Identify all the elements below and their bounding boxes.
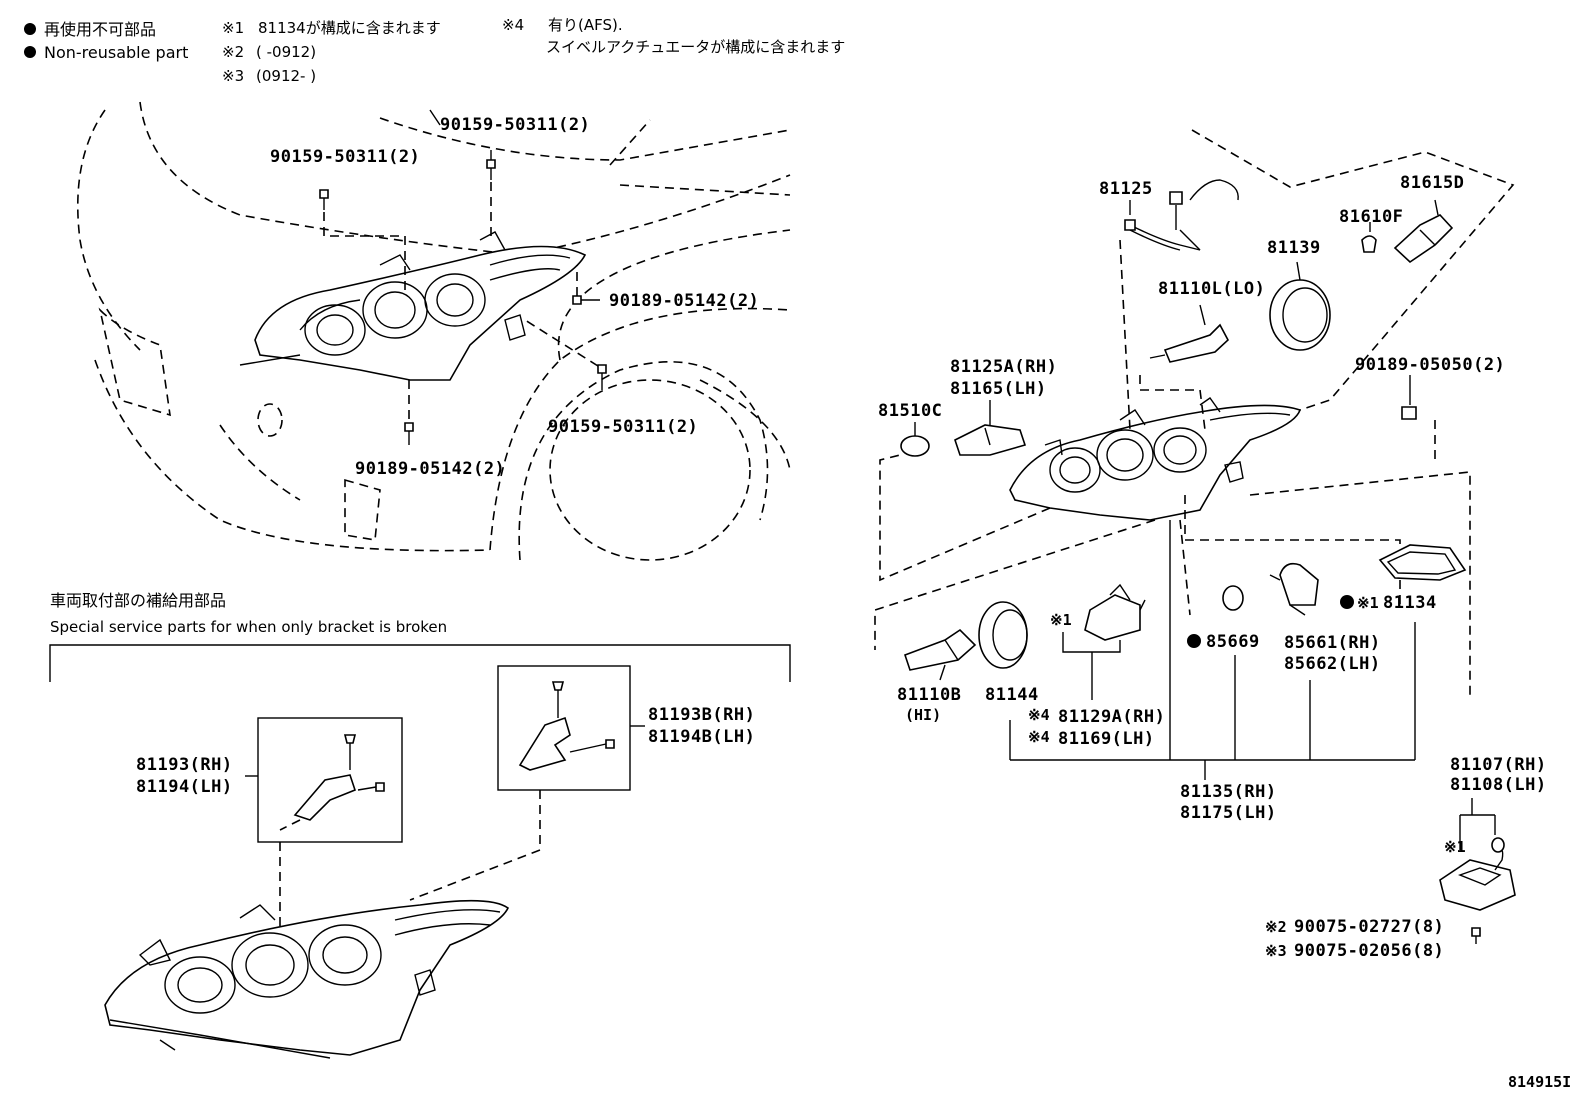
part-81144-cap <box>978 601 1028 760</box>
label-90075-02727: 90075-02727(8) <box>1294 917 1444 937</box>
part-85669-oring <box>1222 585 1244 760</box>
note3-text: (0912- ) <box>256 67 316 85</box>
bracket-box-2 <box>497 665 631 791</box>
label-81125a-rh: 81125A(RH) <box>950 357 1057 377</box>
label-81169-lh: 81169(LH) <box>1058 729 1155 749</box>
label-81194-lh: 81194(LH) <box>136 777 233 797</box>
label-81129a-rh: 81129A(RH) <box>1058 707 1165 727</box>
part-81125a-socket <box>954 400 1027 456</box>
mark-81169: ※4 <box>1028 728 1050 746</box>
nonreusable-dot-icon <box>1187 634 1201 648</box>
note1-mark: ※1 <box>222 19 244 37</box>
legend-jp-nonreusable: 再使用不可部品 <box>44 20 156 39</box>
part-81139-cover <box>1269 261 1331 351</box>
label-90189-05050: 90189-05050(2) <box>1355 355 1505 375</box>
label-81125: 81125 <box>1099 179 1153 199</box>
note4-mark: ※4 <box>502 16 524 34</box>
part-81129a-actuator <box>1084 583 1146 641</box>
label-90159-50311-left: 90159-50311(2) <box>270 147 420 167</box>
nonreusable-dot-icon <box>1340 595 1354 609</box>
part-81134-gasket <box>1378 544 1467 581</box>
label-81193b-rh: 81193B(RH) <box>648 705 755 725</box>
part-81615d-bulb <box>1393 199 1454 264</box>
headlamp-replacement <box>104 899 510 1059</box>
figure-id: 814915I <box>1508 1073 1571 1091</box>
label-81144: 81144 <box>985 685 1039 705</box>
part-81125-harness <box>1124 179 1239 251</box>
top-left-fasteners <box>319 109 607 445</box>
label-90159-50311-top: 90159-50311(2) <box>440 115 590 135</box>
label-81110b: 81110B <box>897 685 961 705</box>
bracket-section-frame <box>49 644 791 682</box>
part-85661-motor <box>1269 562 1319 760</box>
mark-actuator: ※1 <box>1050 611 1072 629</box>
note3-mark: ※3 <box>222 67 244 85</box>
bracket-part-2 <box>518 681 615 771</box>
label-81194b-lh: 81194B(LH) <box>648 727 755 747</box>
nonreusable-dot-icon <box>24 46 36 58</box>
legend-en-nonreusable: Non-reusable part <box>44 43 188 62</box>
bracket-section-title-jp: 車両取付部の補給用部品 <box>50 591 226 610</box>
part-81110b-bulb <box>903 628 977 681</box>
label-81110b-hi: (HI) <box>905 706 941 724</box>
label-81139: 81139 <box>1267 238 1321 258</box>
part-81510c-bulb <box>900 422 930 457</box>
bracket-section-title-en: Special service parts for when only brac… <box>50 618 447 636</box>
exploded-headlamp <box>1009 397 1302 521</box>
headlamp-installed <box>239 231 587 381</box>
label-81108-lh: 81108(LH) <box>1450 775 1547 795</box>
part-81107-ballast <box>1439 837 1516 944</box>
mark-ballast: ※1 <box>1444 838 1466 856</box>
label-81107-rh: 81107(RH) <box>1450 755 1547 775</box>
label-90075-02056: 90075-02056(8) <box>1294 941 1444 961</box>
note4-line1: 有り(AFS). <box>548 16 623 34</box>
part-90189-05050-clip <box>1401 375 1417 420</box>
label-81175-lh: 81175(LH) <box>1180 803 1277 823</box>
label-81110l-lo: 81110L(LO) <box>1158 279 1265 299</box>
label-85661-rh: 85661(RH) <box>1284 633 1381 653</box>
mark-90075-02056: ※3 <box>1265 942 1287 960</box>
label-85669: 85669 <box>1206 632 1260 652</box>
note2-mark: ※2 <box>222 43 244 61</box>
label-81193-rh: 81193(RH) <box>136 755 233 775</box>
nonreusable-dot-icon <box>24 23 36 35</box>
label-90159-50311-lower: 90159-50311(2) <box>548 417 698 437</box>
mark-81134: ※1 <box>1357 594 1379 612</box>
note2-text: ( -0912) <box>256 43 316 61</box>
note1-text: 81134が構成に含まれます <box>258 19 441 37</box>
part-81110l-bulb <box>1149 304 1229 363</box>
label-90189-05142-right: 90189-05142(2) <box>609 291 759 311</box>
label-81135-rh: 81135(RH) <box>1180 782 1277 802</box>
bracket-box-1 <box>257 717 403 843</box>
exploded-frame-top <box>1191 129 1515 411</box>
vehicle-front-outline <box>77 101 791 561</box>
part-81610f-bulb <box>1361 222 1377 253</box>
bracket-part-1 <box>279 734 385 831</box>
label-81134: 81134 <box>1383 593 1437 613</box>
label-81510c: 81510C <box>878 401 942 421</box>
note4-line2: スイベルアクチュエータが構成に含まれます <box>546 38 845 56</box>
label-81165-lh: 81165(LH) <box>950 379 1047 399</box>
mark-81129a: ※4 <box>1028 706 1050 724</box>
label-85662-lh: 85662(LH) <box>1284 654 1381 674</box>
mark-90075-02727: ※2 <box>1265 918 1287 936</box>
label-81615d: 81615D <box>1400 173 1464 193</box>
label-81610f: 81610F <box>1339 207 1403 227</box>
label-90189-05142-bottom: 90189-05142(2) <box>355 459 505 479</box>
